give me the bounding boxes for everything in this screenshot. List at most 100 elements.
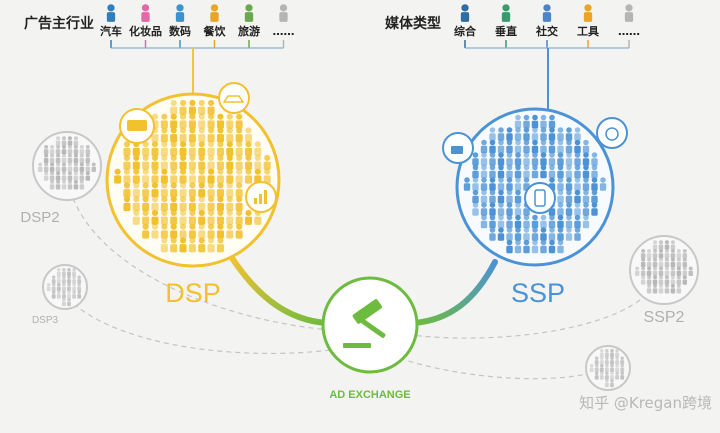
ssp-person xyxy=(582,139,590,154)
ssp-person xyxy=(591,164,598,179)
ssp-audience-icons xyxy=(463,114,607,254)
ssp-person xyxy=(514,227,522,241)
dsp-person xyxy=(235,127,243,143)
dsp2-person xyxy=(85,144,91,155)
ssp-person xyxy=(531,114,539,129)
dsp-person xyxy=(254,154,262,170)
dsp-person xyxy=(198,127,206,143)
ssp-person xyxy=(514,177,522,191)
dsp-person xyxy=(207,113,215,129)
media-icon-2 xyxy=(542,4,552,22)
extra-person xyxy=(594,364,599,373)
ssp-person xyxy=(540,127,547,141)
dsp-person xyxy=(132,154,140,170)
ssp-phone-badge xyxy=(524,182,556,214)
dsp-person xyxy=(123,154,131,170)
ssp-person xyxy=(540,239,547,254)
ssp-person xyxy=(574,177,581,191)
dsp-person xyxy=(188,182,196,198)
ssp-person xyxy=(531,127,539,141)
ssp2-person xyxy=(646,248,652,259)
advertiser-label-3: 餐饮 xyxy=(203,24,227,38)
ssp2-node: SSP2 xyxy=(629,235,699,326)
ssp-person xyxy=(497,152,505,166)
ssp2-person xyxy=(652,257,658,268)
ssp2-person xyxy=(646,283,652,294)
ssp-person xyxy=(523,127,530,141)
dsp2-person xyxy=(43,153,49,164)
ssp2-person xyxy=(652,240,658,250)
dsp2-person xyxy=(85,162,91,172)
dsp-person xyxy=(123,196,131,212)
dsp-person xyxy=(254,168,262,184)
dsp-person xyxy=(198,113,206,129)
dsp-person xyxy=(244,127,253,143)
ssp-person xyxy=(531,152,539,166)
ssp2-person xyxy=(658,257,664,268)
dsp2-person xyxy=(61,153,67,164)
dsp3-audience-icons xyxy=(46,268,82,307)
dsp-person xyxy=(198,196,206,212)
ssp-person xyxy=(506,164,513,179)
ssp-node: SSP xyxy=(442,107,628,308)
dsp-person xyxy=(207,154,215,170)
ssp-person xyxy=(548,127,556,141)
ssp2-person xyxy=(640,266,646,276)
ssp-person xyxy=(497,139,505,154)
ssp-person xyxy=(565,164,573,179)
dsp-person xyxy=(160,141,168,157)
dsp2-person xyxy=(49,171,55,181)
ssp-person xyxy=(548,214,556,229)
dsp-person xyxy=(179,141,187,157)
ssp-person xyxy=(574,152,581,166)
dsp-person xyxy=(226,209,234,225)
dsp-person xyxy=(160,196,168,212)
dsp-person xyxy=(132,209,140,225)
ssp2-person xyxy=(670,248,676,259)
extra-supply-node xyxy=(585,345,631,391)
ssp-person xyxy=(472,189,479,204)
ssp-person xyxy=(591,152,598,166)
dsp-person xyxy=(188,154,196,170)
dsp-person xyxy=(114,168,122,184)
link-dsp2-exchange xyxy=(69,189,331,331)
dsp2-person xyxy=(55,171,61,181)
dsp3-person xyxy=(61,298,66,307)
advertiser-icon-2 xyxy=(175,4,185,22)
dsp2-person xyxy=(67,179,73,190)
ssp-person xyxy=(531,227,539,241)
ssp2-person xyxy=(664,283,670,294)
dsp-person xyxy=(179,182,187,198)
dsp2-person xyxy=(55,162,61,172)
ssp-person xyxy=(540,114,547,129)
dsp-person xyxy=(179,223,187,239)
ssp-person xyxy=(506,127,513,141)
dsp-person xyxy=(160,127,168,143)
ssp-person xyxy=(489,202,496,216)
ssp-person xyxy=(489,164,496,179)
extra-person xyxy=(604,356,609,365)
dsp3-person xyxy=(72,283,77,292)
ssp-person xyxy=(565,152,573,166)
ssp-person xyxy=(472,164,479,179)
ssp-person xyxy=(514,114,522,129)
dsp-person xyxy=(142,168,150,184)
ssp-person xyxy=(557,152,564,166)
ssp2-person xyxy=(658,248,664,259)
dsp-person xyxy=(235,223,243,239)
dsp-person xyxy=(216,196,224,212)
ssp-person xyxy=(582,202,590,216)
link-ssp2-exchange xyxy=(409,299,641,339)
dsp-car-badge xyxy=(218,82,250,114)
dsp-person xyxy=(216,141,224,157)
ssp2-person xyxy=(676,283,682,294)
ssp-person xyxy=(514,164,522,179)
ssp2-person xyxy=(640,248,646,259)
media-label-0: 综合 xyxy=(454,24,477,38)
extra-person xyxy=(610,364,614,373)
dsp-person xyxy=(198,182,206,198)
ssp-person xyxy=(480,164,488,179)
dsp-person xyxy=(170,196,178,212)
